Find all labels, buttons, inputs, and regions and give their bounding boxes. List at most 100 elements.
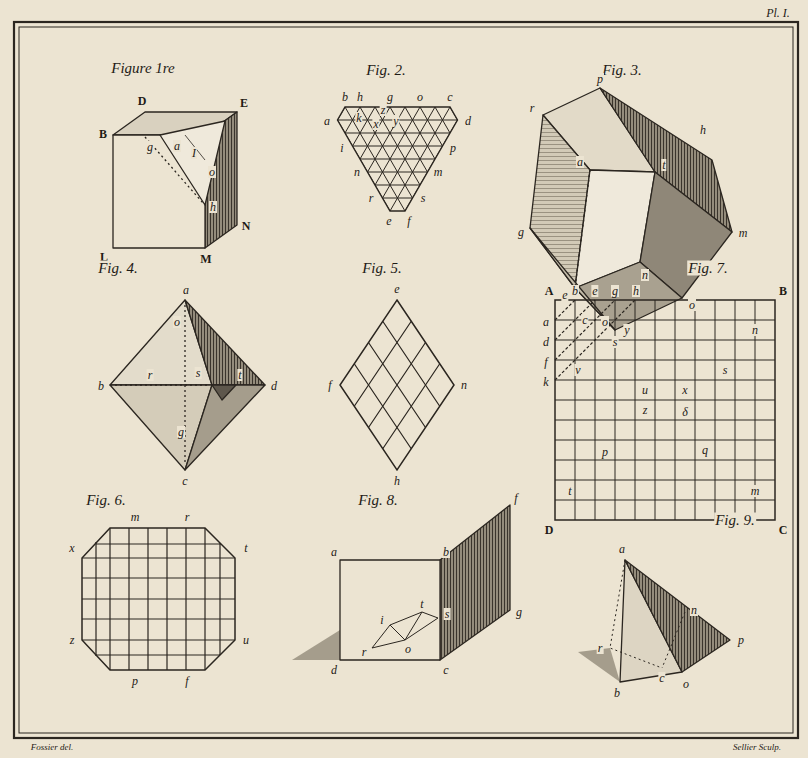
point-letter: z [69, 634, 76, 646]
point-letter: y [623, 324, 630, 336]
point-letter: i [379, 614, 384, 626]
point-letter: z [380, 104, 387, 116]
point-letter: t [661, 159, 666, 171]
point-letter: o [416, 91, 424, 103]
triangle-lattice [283, 107, 513, 215]
figure-title: Fig. 3. [601, 63, 643, 78]
point-letter: k [355, 112, 362, 124]
point-letter: B [98, 128, 108, 140]
point-letter: m [738, 227, 749, 239]
point-letter: o [601, 316, 609, 328]
point-letter: f [184, 675, 189, 687]
octahedron-figure [110, 300, 265, 470]
figure-title: Figure 1re [110, 61, 175, 76]
point-letter: f [406, 215, 411, 227]
figure-title: Fig. 6. [85, 493, 127, 508]
point-letter: g [177, 426, 185, 438]
point-letter: n [353, 166, 361, 178]
figure-title: Fig. 8. [357, 493, 399, 508]
point-letter: o [682, 678, 690, 690]
point-letter: y [392, 115, 399, 127]
point-letter: u [641, 384, 649, 396]
point-letter: r [597, 642, 604, 654]
point-letter: t [237, 369, 242, 381]
point-letter: o [208, 166, 216, 178]
polyhedron-figure [530, 88, 732, 330]
point-letter: c [446, 91, 453, 103]
point-letter: h [209, 201, 217, 213]
point-letter: h [356, 91, 364, 103]
point-letter: g [517, 226, 525, 238]
point-letter: g [386, 91, 394, 103]
point-letter: x [681, 384, 688, 396]
point-letter: f [327, 379, 332, 391]
point-letter: r [368, 192, 375, 204]
point-letter: t [243, 542, 248, 554]
point-letter: k [542, 376, 549, 388]
plate-number: Pl. I. [765, 7, 791, 19]
point-letter: v [574, 364, 581, 376]
point-letter: M [199, 253, 212, 265]
point-letter: p [737, 634, 745, 646]
engraver-credit: Sellier Sculp. [732, 743, 782, 752]
point-letter: g [515, 606, 523, 618]
point-letter: m [433, 166, 444, 178]
cube-figure [113, 112, 237, 248]
point-letter: D [137, 95, 148, 107]
point-letter: b [97, 380, 105, 392]
point-letter: x [372, 118, 379, 130]
figure-title: Fig. 7. [687, 261, 729, 276]
point-letter: z [642, 404, 649, 416]
point-letter: b [613, 687, 621, 699]
point-letter: s [420, 192, 427, 204]
point-letter: c [181, 475, 188, 487]
point-letter: s [195, 367, 202, 379]
point-letter: m [130, 511, 141, 523]
point-letter: a [542, 316, 550, 328]
point-letter: e [591, 285, 598, 297]
point-letter: g [146, 141, 154, 153]
diamond-grid [340, 300, 454, 470]
point-letter: a [173, 140, 181, 152]
square-grid [555, 300, 775, 520]
point-letter: r [184, 511, 191, 523]
point-letter: p [131, 675, 139, 687]
point-letter: t [419, 598, 424, 610]
point-letter: e [561, 289, 568, 301]
point-letter: c [442, 664, 449, 676]
point-letter: r [529, 102, 536, 114]
point-letter: t [567, 485, 572, 497]
planes-figure [292, 505, 510, 660]
plate-frame [14, 22, 798, 738]
point-letter: a [576, 156, 584, 168]
point-letter: E [239, 97, 249, 109]
point-letter: A [544, 285, 555, 297]
point-letter: a [618, 543, 626, 555]
point-letter: C [778, 524, 789, 536]
point-letter: o [404, 643, 412, 655]
point-letter: b [571, 285, 579, 297]
point-letter: p [596, 73, 604, 85]
point-letter: b [442, 546, 450, 558]
point-letter: p [449, 142, 457, 154]
point-letter: h [699, 124, 707, 136]
figure-title: Fig. 5. [361, 261, 403, 276]
point-letter: h [393, 475, 401, 487]
point-letter: d [270, 380, 278, 392]
point-letter: i [339, 142, 344, 154]
point-letter: s [612, 336, 619, 348]
point-letter: c [581, 314, 588, 326]
point-letter: u [242, 634, 250, 646]
point-letter: a [182, 284, 190, 296]
point-letter: d [330, 664, 338, 676]
point-letter: q [701, 444, 709, 456]
point-letter: n [751, 324, 759, 336]
point-letter: f [543, 356, 548, 368]
point-letter: N [241, 220, 252, 232]
octagon-grid [82, 528, 235, 670]
point-letter: n [460, 379, 468, 391]
figure-title: Fig. 9. [714, 513, 756, 528]
figure-title: Fig. 4. [97, 261, 139, 276]
